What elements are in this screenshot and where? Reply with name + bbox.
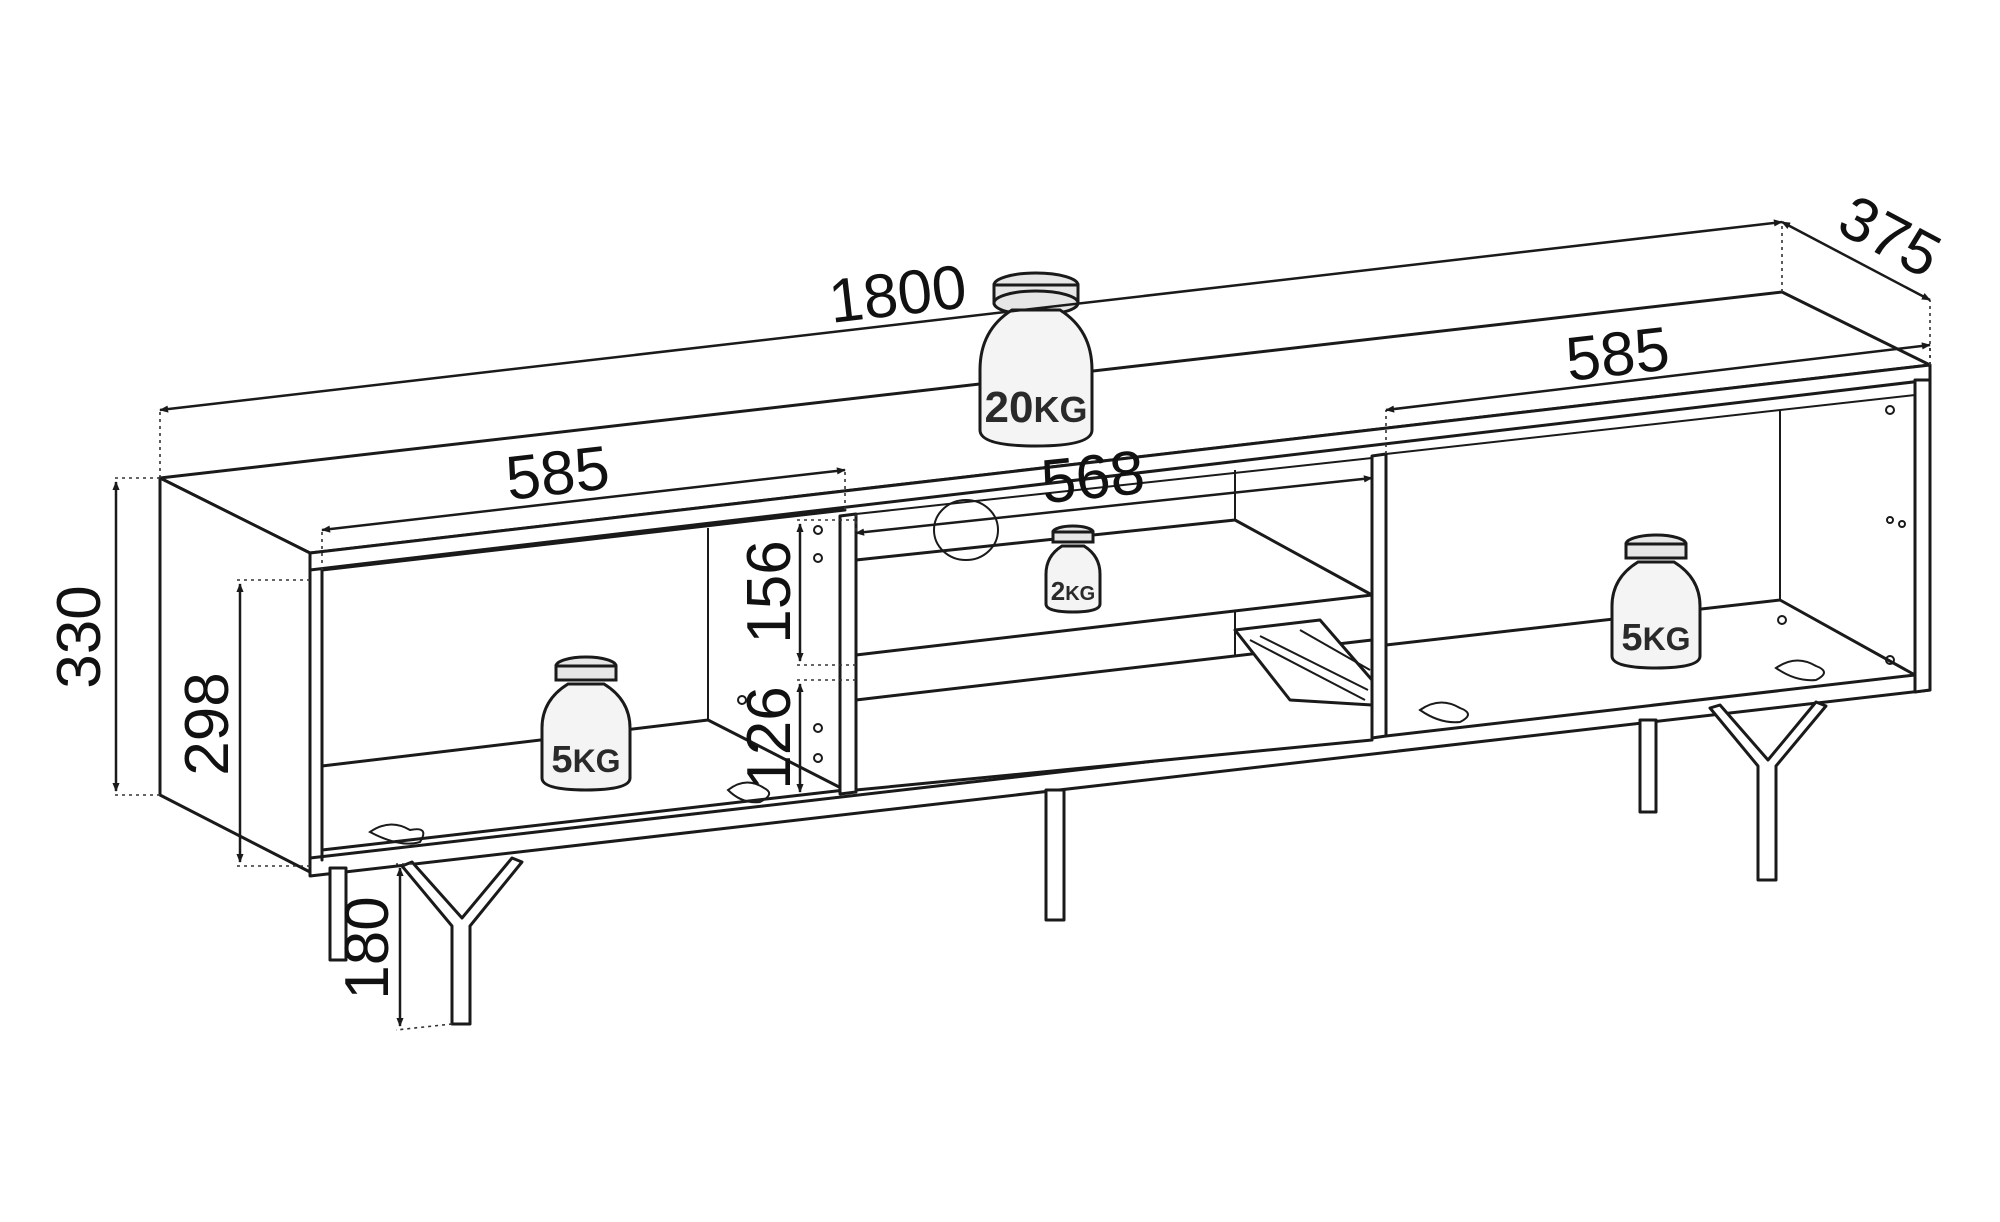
dim-line-left-width [321,467,846,533]
weight-icon-20kg: 20KG [978,271,1094,448]
dimension-labels: 1800 375 585 585 568 330 298 156 126 180 [45,182,1951,1000]
leg-back-right [1638,718,1658,814]
label-total-height: 330 [45,585,114,688]
weight-5kg-right-value: 5 [1621,617,1642,659]
weight-icon-5kg-right: 5KG [1610,533,1702,670]
feet-pads [368,659,1825,845]
weight-5kg-left-unit: KG [573,743,621,779]
weight-5kg-right-unit: KG [1643,621,1691,657]
leg-middle [1044,788,1066,922]
middle-right-divider [1370,452,1388,740]
weight-icon-2kg: 2KG [1044,524,1102,614]
middle-drawer-front [854,638,1374,792]
label-leg-height: 180 [333,896,402,999]
leg-back-right-y [1708,700,1828,882]
dim-line-depth [1781,220,1931,302]
cabinet-right-side-panel [1913,378,1932,694]
leg-front-left-y [400,856,524,1026]
weight-icon-5kg-left: 5KG [540,655,632,792]
svg-text:5KG: 5KG [1621,617,1690,659]
weight-20kg-value: 20 [985,383,1034,432]
dimension-lines [112,219,1931,1031]
dim-line-middle-width [855,475,1373,536]
weight-2kg-value: 2 [1051,576,1065,606]
dim-line-right-width [1385,342,1931,413]
svg-text:2KG: 2KG [1051,576,1095,606]
cabinet-legs [328,700,1828,1026]
weight-5kg-left-value: 5 [551,739,572,781]
dim-line-total-width [159,219,1783,413]
drawer-runner [1233,618,1374,707]
label-total-width: 1800 [825,252,970,336]
label-drawer-height: 126 [735,686,804,789]
label-left-width: 585 [502,433,613,513]
label-inner-height: 298 [173,672,242,775]
label-right-width: 585 [1562,314,1673,394]
label-depth: 375 [1828,182,1952,291]
label-middle-width: 568 [1038,438,1148,517]
svg-text:20KG: 20KG [985,383,1088,432]
left-middle-divider [838,512,858,796]
label-upper-shelf: 156 [735,540,804,643]
leg-front-left [328,866,348,962]
weight-20kg-unit: KG [1033,389,1087,430]
weight-2kg-unit: KG [1065,583,1095,605]
svg-text:5KG: 5KG [551,739,620,781]
middle-compartment [854,452,1388,792]
